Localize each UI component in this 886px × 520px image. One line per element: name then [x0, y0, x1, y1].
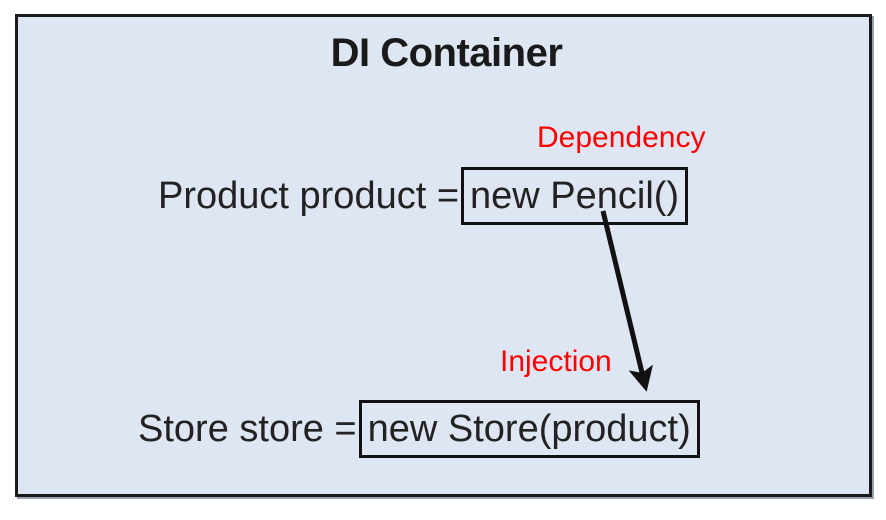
annotation-injection: Injection [500, 345, 612, 378]
statement-lhs-store: Store store = [138, 408, 357, 450]
expression-box-store: new Store(product) [358, 400, 700, 458]
statement-row-product: Product product = new Pencil() [158, 167, 689, 225]
page-title: DI Container [330, 31, 563, 75]
di-container-box: DI Container Dependency Product product … [15, 14, 872, 497]
expression-box-pencil: new Pencil() [461, 167, 689, 225]
statement-row-store: Store store = new Store(product) [138, 400, 700, 458]
statement-lhs-product: Product product = [158, 175, 460, 217]
annotation-dependency: Dependency [537, 121, 706, 154]
